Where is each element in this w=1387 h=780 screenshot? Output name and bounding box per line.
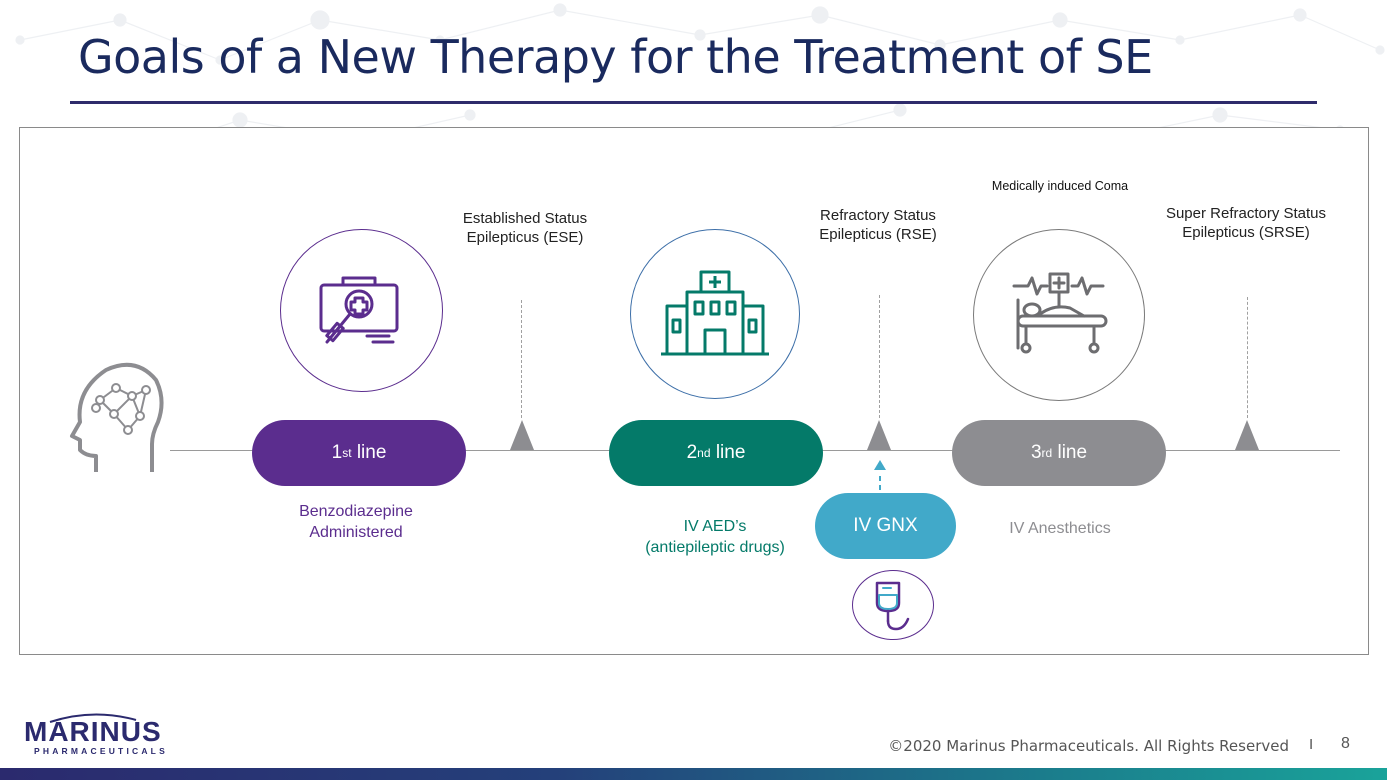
bottom-gradient-bar: [0, 768, 1387, 780]
stage-label-srse: Super Refractory Status Epilepticus (SRS…: [1146, 204, 1346, 242]
copyright-notice: ©2020 Marinus Pharmaceuticals. All Right…: [888, 737, 1289, 755]
ese-marker-line: [521, 300, 522, 418]
first-line-desc-line1: Benzodiazepine: [299, 503, 413, 520]
second-line-word: line: [715, 442, 746, 463]
third-line-description: IV Anesthetics: [1009, 520, 1111, 537]
first-line-icon-circle: [280, 229, 443, 392]
stage-label-ese: Established Status Epilepticus (ESE): [440, 209, 610, 247]
stage-ese-line2: Epilepticus (ESE): [466, 229, 584, 246]
rse-marker-triangle: [867, 420, 891, 450]
page-number: 8: [1341, 735, 1350, 752]
page-title: Goals of a New Therapy for the Treatment…: [78, 30, 1153, 84]
first-line-description: Benzodiazepine Administered: [266, 501, 446, 543]
rse-marker-line: [879, 295, 880, 418]
third-line-word: line: [1057, 442, 1088, 463]
hospital-bed-icon: [1012, 272, 1108, 354]
iv-gnx-pill: IV GNX: [815, 493, 956, 559]
srse-marker-triangle: [1235, 420, 1259, 450]
second-line-icon-circle: [630, 229, 800, 399]
stage-ese-line1: Established Status: [462, 210, 588, 227]
second-line-number: 2: [686, 442, 698, 463]
logo-swoosh-icon: [49, 713, 137, 723]
stage-rse-line1: Refractory Status: [820, 207, 936, 224]
stage-rse-line2: Epilepticus (RSE): [819, 226, 937, 243]
second-line-desc-line1: IV AED’s: [683, 518, 747, 535]
first-line-desc-line2: Administered: [309, 524, 403, 541]
footer-separator: I: [1309, 736, 1314, 753]
company-logo-subtitle: PHARMACEUTICALS: [34, 746, 168, 756]
second-line-description: IV AED’s (antiepileptic drugs): [620, 516, 810, 558]
third-line-number: 3: [1030, 442, 1042, 463]
coma-label: Medically induced Coma: [991, 179, 1129, 193]
srse-marker-line: [1247, 297, 1248, 418]
gnx-icon-circle: [852, 570, 934, 640]
first-aid-kit-syringe-icon: [319, 276, 399, 344]
second-line-desc-line2: (antiepileptic drugs): [645, 539, 785, 556]
stage-srse-line1: Super Refractory Status: [1165, 205, 1327, 222]
hospital-icon: [661, 270, 769, 356]
first-line-word: line: [356, 442, 387, 463]
gnx-arrow-up-icon: [874, 460, 886, 492]
stage-label-rse: Refractory Status Epilepticus (RSE): [793, 206, 963, 244]
title-underline: [70, 101, 1317, 104]
company-logo: MARINUS: [24, 716, 162, 747]
first-line-number: 1: [331, 442, 343, 463]
third-line-icon-circle: [973, 229, 1145, 401]
ese-marker-triangle: [510, 420, 534, 450]
brain-head-icon: [70, 362, 164, 472]
stage-srse-line2: Epilepticus (SRSE): [1182, 224, 1310, 241]
iv-bag-icon: [875, 581, 910, 631]
